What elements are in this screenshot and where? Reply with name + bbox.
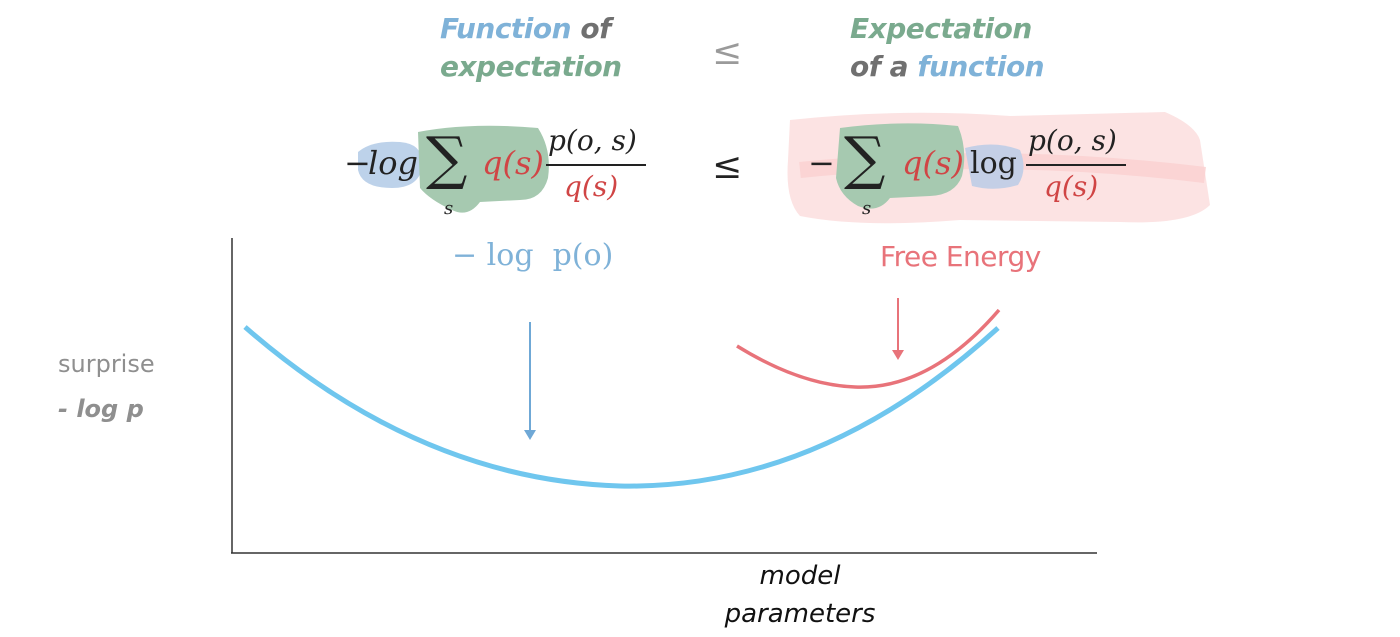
right-log: log: [970, 146, 1017, 181]
left-frac-numerator: p(o, s): [548, 124, 637, 157]
right-frac-bar: [1026, 164, 1126, 166]
left-header-expectation: expectation: [440, 50, 622, 83]
left-log-blue-highlight: [358, 141, 423, 188]
right-sum: ∑: [844, 124, 886, 192]
left-sum-index: s: [444, 198, 454, 219]
left-frac-bar: [546, 164, 646, 166]
free-energy-arrow-head: [892, 350, 904, 360]
left-header-function: Function: [440, 12, 572, 45]
header-leq: ≤: [712, 32, 743, 73]
left-equation: − log ∑ s q(s) p(o, s) q(s): [344, 122, 664, 232]
left-sum: ∑: [426, 124, 468, 192]
right-header-of-a: of a: [850, 50, 909, 83]
right-sum-green-highlight: [836, 123, 965, 209]
y-axis-label-neg-log-p: - log p: [58, 395, 144, 423]
left-header-of: of: [580, 12, 611, 45]
left-log: log: [368, 144, 418, 182]
surprise-curve: [243, 325, 1000, 489]
right-header-expectation: Expectation: [850, 12, 1032, 45]
highlight-layer: [358, 112, 1210, 224]
left-q-of-s: q(s): [482, 144, 544, 182]
right-frac-denominator: q(s): [1044, 170, 1099, 203]
left-header: Function of expectation: [440, 10, 640, 86]
neg-log-p-arrow-head: [524, 430, 536, 440]
left-minus: −: [344, 144, 371, 182]
right-header-function: function: [917, 50, 1045, 83]
right-header: Expectation of a function: [850, 10, 1080, 86]
neg-log-p-label: − log p(o): [452, 238, 614, 273]
x-axis-label-model: model: [759, 561, 841, 591]
right-equation: − ∑ s q(s) log p(o, s) q(s): [808, 122, 1148, 232]
free-energy-curve: [736, 308, 1001, 389]
right-q-of-s: q(s): [902, 144, 964, 182]
y-axis-label-surprise: surprise: [58, 350, 155, 378]
right-sum-index: s: [862, 198, 872, 219]
right-minus: −: [808, 144, 835, 182]
right-frac-numerator: p(o, s): [1028, 124, 1117, 157]
left-frac-denominator: q(s): [564, 170, 619, 203]
equation-leq: ≤: [712, 146, 743, 187]
x-axis-label-parameters: parameters: [724, 599, 876, 629]
free-energy-label: Free Energy: [880, 240, 1041, 273]
left-sum-green-highlight: [418, 125, 549, 213]
right-log-blue-highlight: [965, 144, 1024, 189]
x-axis-label: model parameters: [700, 557, 900, 633]
